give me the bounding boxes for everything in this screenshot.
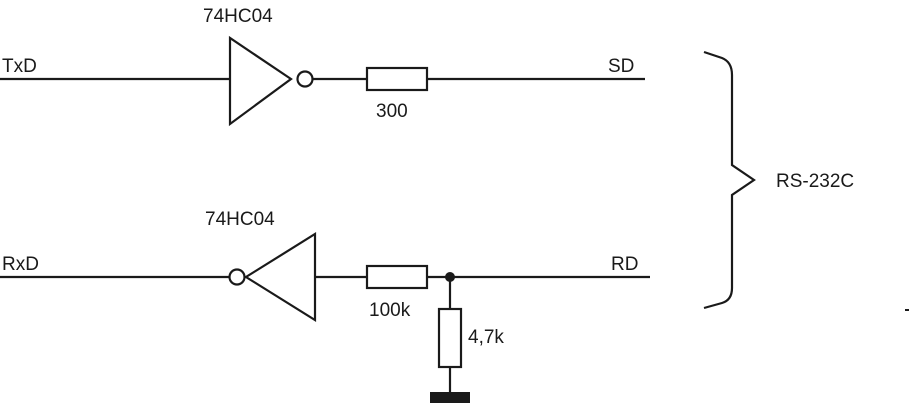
tx-gate-part-label: 74HC04 xyxy=(203,6,273,27)
rx-series-resistor xyxy=(365,264,429,290)
rxd-label: RxD xyxy=(2,254,39,275)
sd-label: SD xyxy=(608,56,634,77)
receive-path: RxD 74HC04 100k RD 4,7k xyxy=(0,209,650,403)
transmit-path: TxD 74HC04 300 SD xyxy=(0,6,645,127)
rx-pulldown-resistor-value: 4,7k xyxy=(468,327,504,348)
rd-label: RD xyxy=(611,254,638,275)
tx-resistor-value: 300 xyxy=(376,101,408,122)
tx-inverter-gate xyxy=(228,35,293,127)
tx-inverter-bubble xyxy=(296,70,314,88)
rx-gate-part-label: 74HC04 xyxy=(205,209,275,230)
tx-series-resistor xyxy=(365,66,429,92)
rx-pulldown-resistor xyxy=(437,307,463,369)
curly-brace xyxy=(703,50,756,310)
rs232c-label: RS-232C xyxy=(776,171,854,192)
rx-series-resistor-value: 100k xyxy=(369,300,411,321)
rx-inverter-gate xyxy=(243,232,317,322)
interface-group: RS-232C xyxy=(703,50,854,310)
ground-symbol xyxy=(430,392,470,403)
txd-label: TxD xyxy=(2,56,37,77)
rx-inverter-bubble xyxy=(228,268,246,286)
